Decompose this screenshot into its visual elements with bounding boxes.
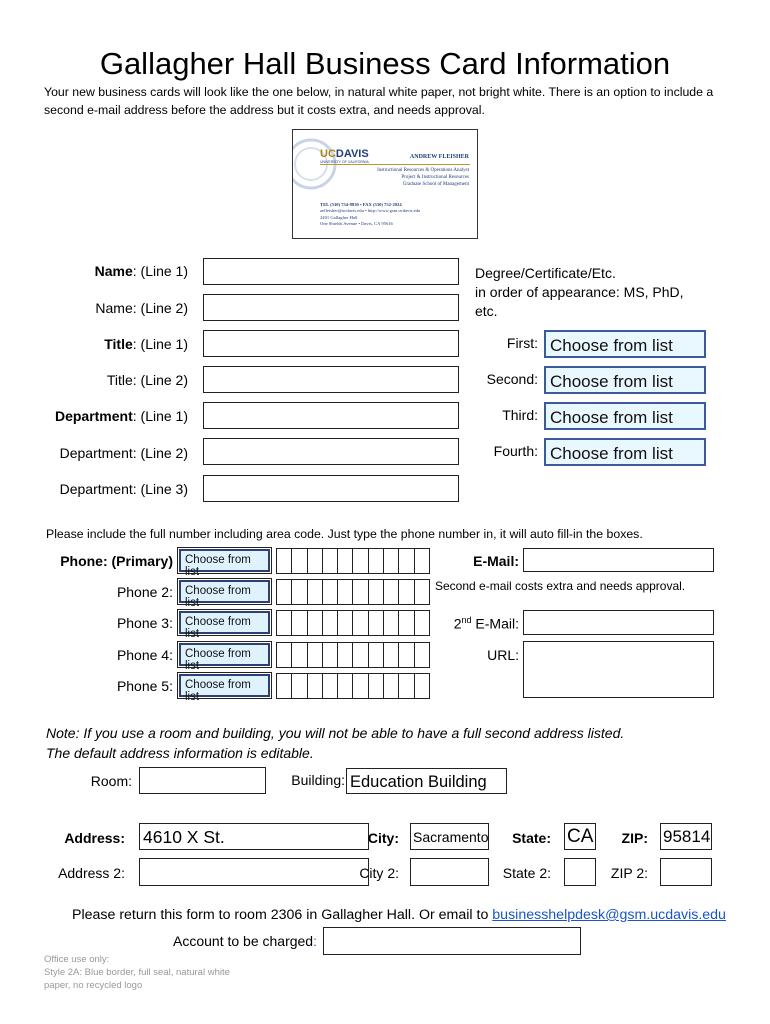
zip-label: ZIP:	[621, 830, 648, 846]
department-line3-label: Department: (Line 3)	[59, 481, 188, 497]
second-email-note: Second e-mail costs extra and needs appr…	[435, 579, 686, 593]
phone4-label: Phone 4:	[116, 647, 173, 663]
degree-fourth-select[interactable]: Choose from list	[544, 438, 706, 466]
address2-label: Address 2:	[58, 865, 125, 881]
email2-label: 2nd E-Mail:	[453, 615, 519, 632]
phone3-digits[interactable]	[276, 610, 430, 636]
name-line1-input[interactable]	[203, 258, 459, 285]
return-instructions: Please return this form to room 2306 in …	[72, 907, 726, 923]
email-input[interactable]	[523, 548, 714, 572]
phone2-digits[interactable]	[276, 579, 430, 605]
phone4-type-select[interactable]: Choose from list	[177, 641, 272, 672]
office-use-note: Office use only: Style 2A: Blue border, …	[44, 954, 230, 991]
title-line1-input[interactable]	[203, 330, 459, 357]
phone2-type-select[interactable]: Choose from list	[177, 578, 272, 609]
url-label: URL:	[487, 647, 519, 663]
degree-second-label: Second:	[486, 371, 538, 387]
phone4-digits[interactable]	[276, 642, 430, 668]
degree-first-select[interactable]: Choose from list	[544, 330, 706, 358]
name-line2-input[interactable]	[203, 294, 459, 321]
phone-instructions: Please include the full number including…	[46, 527, 643, 541]
card-address-1: 2401 Gallagher Hall	[320, 214, 358, 220]
page-title: Gallagher Hall Business Card Information	[99, 46, 671, 81]
card-phone: TEL (530) 754-8830 • FAX (530) 752-2924	[320, 202, 402, 207]
card-title-3: Graduate School of Management	[402, 182, 469, 187]
degree-third-select[interactable]: Choose from list	[544, 402, 706, 430]
degree-first-label: First:	[506, 335, 538, 351]
city2-label: City 2:	[359, 865, 399, 881]
address-label: Address:	[64, 830, 125, 846]
account-label: Account to be charged:	[173, 933, 317, 949]
phone2-label: Phone 2:	[116, 584, 173, 600]
title-line2-input[interactable]	[203, 366, 459, 393]
state2-input[interactable]	[564, 858, 596, 886]
degree-third-label: Third:	[502, 407, 538, 423]
city-input[interactable]: Sacramento	[410, 823, 489, 850]
state-input[interactable]: CA	[564, 823, 596, 850]
card-title-2: Project & Instructional Resources	[401, 175, 469, 180]
department-line3-input[interactable]	[203, 475, 459, 502]
department-line2-input[interactable]	[203, 438, 459, 465]
degree-heading: Degree/Certificate/Etc. in order of appe…	[475, 265, 684, 319]
card-name: ANDREW FLEISHER	[409, 154, 469, 160]
state-label: State:	[512, 830, 551, 846]
zip2-label: ZIP 2:	[610, 865, 648, 881]
degree-second-select[interactable]: Choose from list	[544, 366, 706, 394]
room-label: Room:	[90, 773, 132, 789]
name-line2-label: Name: (Line 2)	[95, 300, 188, 316]
address-note: Note: If you use a room and building, yo…	[46, 725, 625, 761]
card-title-1: Instructional Resources & Operations Ana…	[377, 168, 469, 173]
city2-input[interactable]	[410, 858, 489, 886]
phone-primary-label: Phone: (Primary)	[60, 553, 173, 569]
degree-fourth-label: Fourth:	[493, 443, 538, 459]
phone-primary-type-select[interactable]: Choose from list	[177, 547, 272, 578]
card-email: aefleisher@ucdavis.edu • http://www.gsm.…	[320, 208, 421, 214]
email-label: E-Mail:	[473, 553, 519, 569]
logo-davis: DAVIS	[335, 148, 369, 160]
zip-input[interactable]: 95814	[660, 823, 712, 850]
logo-subtitle: UNIVERSITY OF CALIFORNIA	[320, 160, 369, 164]
phone-primary-digits[interactable]	[276, 548, 430, 574]
phone5-digits[interactable]	[276, 673, 430, 699]
url-input[interactable]	[523, 641, 714, 698]
intro-text: Your new business cards will look like t…	[44, 85, 714, 117]
address-input[interactable]: 4610 X St.	[139, 823, 369, 850]
state2-label: State 2:	[502, 865, 551, 881]
phone3-type-select[interactable]: Choose from list	[177, 609, 272, 640]
email2-input[interactable]	[523, 610, 714, 635]
phone3-label: Phone 3:	[116, 615, 173, 631]
city-label: City:	[367, 830, 399, 846]
building-label: Building:	[291, 772, 345, 788]
department-line2-label: Department: (Line 2)	[59, 445, 188, 461]
title-line2-label: Title: (Line 2)	[106, 372, 188, 388]
department-line1-input[interactable]	[203, 402, 459, 429]
helpdesk-email-link[interactable]: businesshelpdesk@gsm.ucdavis.edu	[492, 907, 726, 923]
address2-input[interactable]	[139, 858, 369, 886]
card-address-2: One Shields Avenue • Davis, CA 95616	[320, 221, 393, 227]
phone5-type-select[interactable]: Choose from list	[177, 672, 272, 703]
title-line1-label: Title: (Line 1)	[104, 336, 188, 352]
room-input[interactable]	[139, 767, 266, 794]
account-input[interactable]	[323, 927, 581, 955]
building-input[interactable]: Education Building	[346, 768, 507, 794]
zip2-input[interactable]	[660, 858, 712, 886]
name-line1-label: Name: (Line 1)	[94, 263, 188, 279]
department-line1-label: Department: (Line 1)	[54, 408, 188, 424]
phone5-label: Phone 5:	[116, 678, 173, 694]
sample-business-card: UCDAVIS UNIVERSITY OF CALIFORNIA ANDREW …	[292, 129, 478, 239]
logo-uc: UC	[320, 148, 336, 160]
